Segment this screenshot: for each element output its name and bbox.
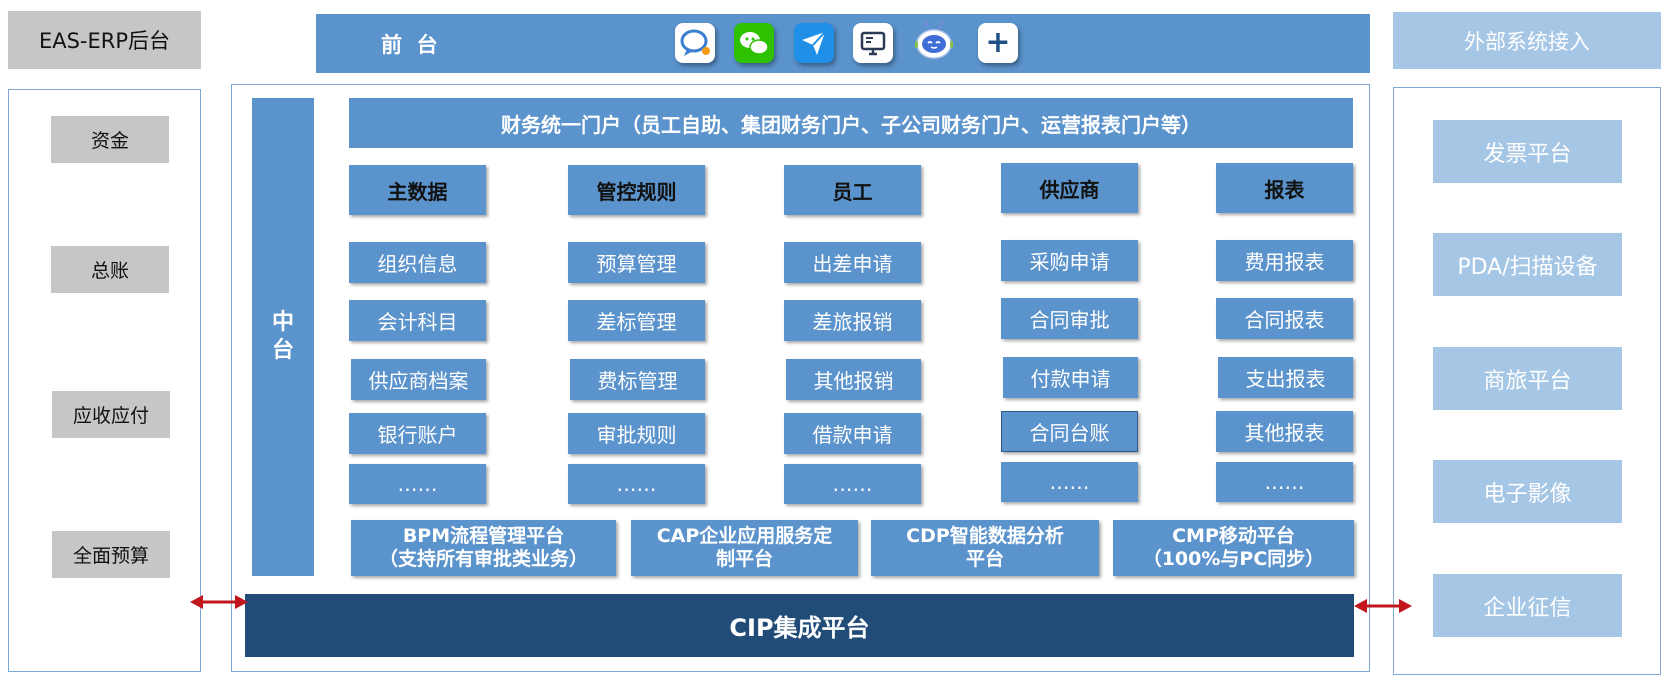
item-other-report[interactable]: 其他报表: [1216, 411, 1353, 452]
middle-label: 中 台: [252, 98, 314, 576]
platform-cmp-line1: CMP移动平台: [1172, 525, 1295, 547]
platform-cap[interactable]: CAP企业应用服务定 制平台: [631, 520, 858, 576]
backend-item-funds: 资金: [51, 116, 169, 163]
platform-cdp[interactable]: CDP智能数据分析 平台: [871, 520, 1099, 576]
item-fee-standard-management[interactable]: 费标管理: [570, 359, 705, 400]
platform-cdp-line1: CDP智能数据分析: [906, 525, 1064, 547]
finance-portal[interactable]: 财务统一门户（员工自助、集团财务门户、子公司财务门户、运营报表门户等）: [349, 98, 1353, 148]
item-supplier-archive[interactable]: 供应商档案: [351, 359, 486, 400]
backend-panel: [8, 89, 201, 672]
platform-bpm[interactable]: BPM流程管理平台 （支持所有审批类业务）: [351, 520, 616, 576]
item-diff-standard-management[interactable]: 差标管理: [568, 300, 705, 341]
item-org-info[interactable]: 组织信息: [349, 242, 486, 283]
right-connector-arrow: [1354, 599, 1412, 613]
backend-item-ledger: 总账: [51, 246, 169, 293]
backend-title: EAS-ERP后台: [8, 11, 201, 69]
item-bank-account[interactable]: 银行账户: [349, 413, 486, 454]
platform-cdp-line2: 平台: [965, 548, 1004, 570]
backend-item-receivable-payable: 应收应付: [52, 391, 170, 438]
item-payment-request[interactable]: 付款申请: [1003, 357, 1138, 398]
item-loan-request[interactable]: 借款申请: [784, 413, 921, 454]
left-connector-arrow: [190, 595, 248, 609]
external-item-pda-scanner: PDA/扫描设备: [1433, 233, 1622, 296]
item-contract-approval[interactable]: 合同审批: [1001, 298, 1138, 339]
platform-cap-line1: CAP企业应用服务定: [656, 525, 833, 547]
item-travel-reimbursement[interactable]: 差旅报销: [784, 300, 921, 341]
item-supplier-more[interactable]: ……: [1001, 462, 1138, 502]
item-expense-report[interactable]: 费用报表: [1216, 240, 1353, 281]
item-employee-more[interactable]: ……: [784, 464, 921, 504]
item-master-data-more[interactable]: ……: [349, 464, 486, 504]
item-budget-management[interactable]: 预算管理: [568, 242, 705, 283]
item-purchase-request[interactable]: 采购申请: [1001, 240, 1138, 281]
item-control-rules-more[interactable]: ……: [568, 464, 705, 504]
chat-bubble-icon[interactable]: [675, 23, 715, 63]
category-control-rules[interactable]: 管控规则: [568, 165, 705, 215]
item-approval-rules[interactable]: 审批规则: [568, 413, 705, 454]
platform-cmp-line2: （100%与PC同步）: [1142, 548, 1325, 570]
item-accounting-subjects[interactable]: 会计科目: [349, 300, 486, 341]
plus-glyph: +: [985, 25, 1011, 60]
platform-bpm-line1: BPM流程管理平台: [402, 525, 565, 547]
external-item-travel: 商旅平台: [1433, 347, 1622, 410]
item-other-reimbursement[interactable]: 其他报销: [786, 359, 921, 400]
frontend-bar: [316, 14, 1370, 73]
category-reports[interactable]: 报表: [1216, 163, 1353, 213]
external-item-imaging: 电子影像: [1433, 460, 1622, 523]
wechat-icon[interactable]: [734, 23, 774, 63]
item-contract-report[interactable]: 合同报表: [1216, 298, 1353, 339]
item-reports-more[interactable]: ……: [1216, 462, 1353, 502]
category-supplier[interactable]: 供应商: [1001, 163, 1138, 213]
platform-bpm-line2: （支持所有审批类业务）: [378, 548, 588, 570]
item-expenditure-report[interactable]: 支出报表: [1218, 357, 1353, 398]
external-item-invoice: 发票平台: [1433, 120, 1622, 183]
item-business-trip-request[interactable]: 出差申请: [784, 242, 921, 283]
item-contract-ledger[interactable]: 合同台账: [1001, 411, 1138, 452]
category-master-data[interactable]: 主数据: [349, 165, 486, 215]
cip-integration-platform[interactable]: CIP集成平台: [245, 594, 1354, 657]
category-employee[interactable]: 员工: [784, 165, 921, 215]
paper-plane-icon[interactable]: [794, 23, 834, 63]
external-item-credit: 企业征信: [1433, 574, 1622, 637]
external-title: 外部系统接入: [1393, 12, 1661, 69]
platform-cmp[interactable]: CMP移动平台 （100%与PC同步）: [1113, 520, 1354, 576]
plus-icon[interactable]: +: [978, 23, 1018, 63]
robot-icon[interactable]: [912, 16, 956, 66]
frontend-label: 前 台: [381, 33, 438, 57]
backend-item-budget: 全面预算: [52, 531, 170, 578]
monitor-icon[interactable]: [853, 23, 893, 63]
platform-cap-line2: 制平台: [715, 548, 773, 570]
